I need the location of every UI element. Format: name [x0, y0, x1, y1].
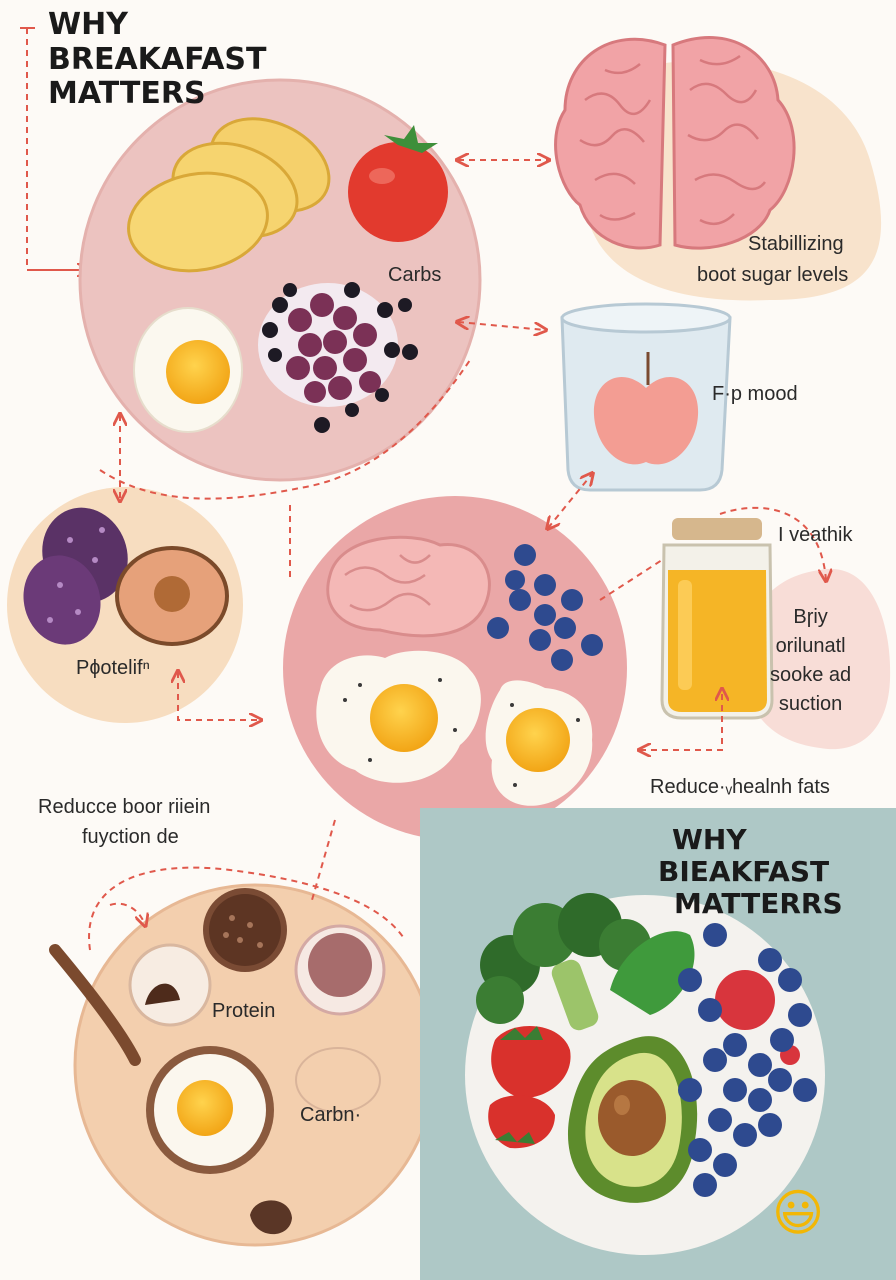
protein-left-label: Pɸotelifⁿ: [76, 657, 150, 679]
bottom-left-plate: [49, 883, 437, 1247]
water-glass: [560, 302, 732, 492]
berry-cluster: [258, 282, 418, 433]
panel-title: WHY BIEAKFAST MATTERRS: [658, 823, 843, 921]
panel-title-line2: BIEAKFAST: [658, 855, 830, 889]
jar-text: Bɼiy orilunatl sooke ad suction: [770, 603, 851, 719]
brain-area: [554, 35, 882, 301]
title-line2: BREAKAFAST: [48, 41, 267, 77]
reduce-fats-label: Reduce·ᵥhealnh fats: [650, 776, 830, 798]
title-line3: MATTERS: [48, 76, 206, 111]
center-blueberries: [487, 544, 603, 671]
panel-title-line3: MATTERRS: [674, 887, 843, 921]
jar-text-line1: Bɼiy: [793, 606, 828, 628]
page-title: WHY BREAKAFAST MATTERS: [48, 7, 267, 112]
carbs-bottom-label: Carbn·: [300, 1104, 362, 1126]
bottom-right-panel: [420, 808, 896, 1280]
stabilizing-line2: boot sugar levels: [697, 264, 849, 286]
panel-title-line1: WHY: [672, 823, 747, 856]
smiley-emoji: 😃: [772, 1184, 825, 1242]
title-line1: WHY: [48, 7, 128, 42]
juice-jar: [660, 518, 891, 750]
left-protein-plate: [7, 487, 243, 723]
top-plate: [78, 78, 482, 482]
jar-text-line4: suction: [778, 693, 843, 715]
stabilizing-line1: Stabillizing: [748, 233, 844, 255]
strawberries: [488, 1026, 571, 1149]
reduce-left-line1: Reducce boor riiein: [38, 796, 211, 818]
jar-text-line2: orilunatl: [775, 635, 846, 657]
jar-text-line3: sooke ad: [770, 664, 852, 686]
mood-label: F·p mood: [712, 383, 798, 405]
jar-heading: I veathik: [778, 524, 853, 546]
panel-blueberries: [678, 923, 817, 1197]
avocado: [567, 1036, 698, 1203]
connector-arrows: [88, 160, 826, 951]
center-plate: [283, 496, 627, 840]
carbs-top-label: Carbs: [388, 264, 442, 286]
protein-bottom-label: Protein: [212, 1000, 276, 1022]
reduce-left-line2: fuyction de: [82, 826, 179, 848]
toast-slices: [127, 117, 331, 273]
boiled-egg: [133, 307, 243, 433]
reduce-left-text: Reducce boor riiein fuyction de: [38, 792, 210, 852]
broccoli: [476, 893, 651, 1031]
title-bracket: [20, 27, 88, 270]
tomato: [348, 125, 448, 242]
